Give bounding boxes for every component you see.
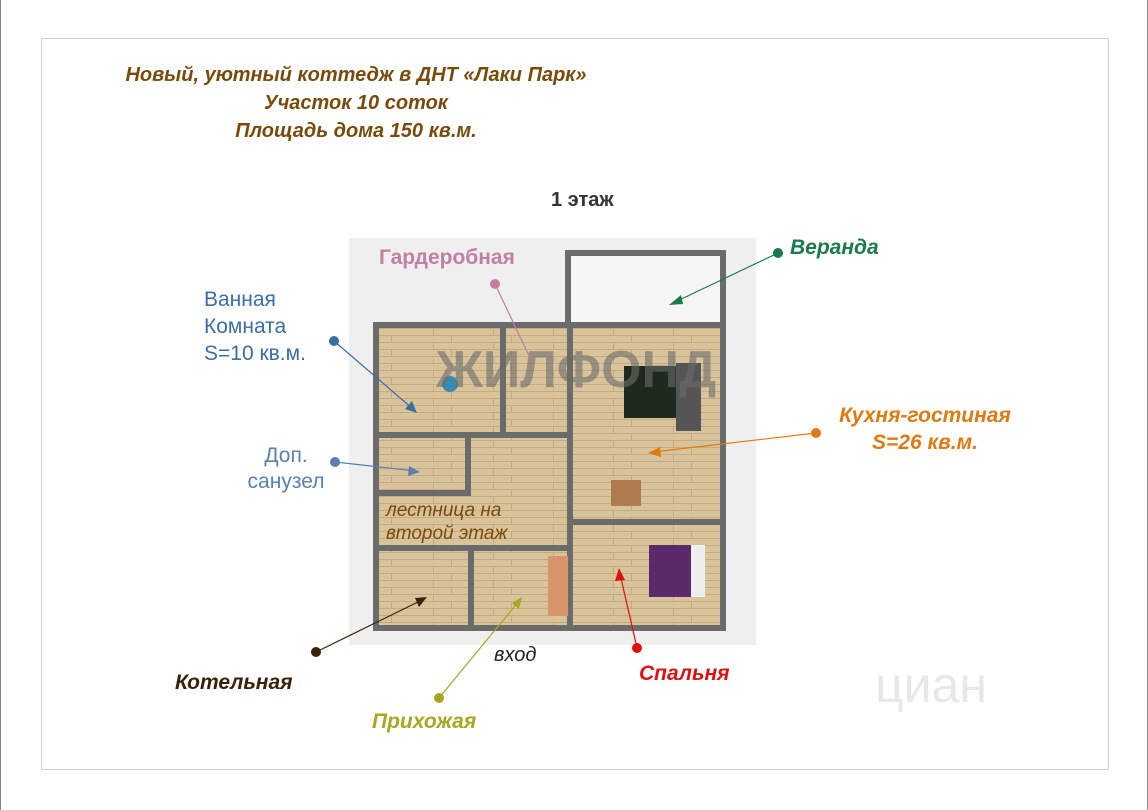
label-entrance: вход (494, 644, 537, 666)
label-extra-wc: Доп. санузел (237, 443, 335, 495)
title-line-2: Участок 10 соток (264, 92, 448, 114)
pointer-lines (311, 248, 821, 703)
bathroom-area: S=10 кв.м. (204, 342, 306, 365)
bed (649, 545, 691, 597)
label-boiler: Котельная (175, 671, 293, 694)
label-veranda: Веранда (790, 236, 879, 259)
label-bedroom: Спальня (639, 662, 730, 685)
label-stairs: лестница на второй этаж (386, 499, 507, 545)
stairs-line-1: лестница на (386, 500, 502, 521)
label-hallway: Прихожая (372, 710, 477, 733)
pillows (691, 545, 705, 597)
sofa (676, 363, 701, 431)
label-bathroom: Ванная Комната S=10 кв.м. (204, 286, 306, 367)
title-line-3: Площадь дома 150 кв.м. (235, 120, 477, 142)
label-kitchen: Кухня-гостиная S=26 кв.м. (815, 402, 1035, 456)
page-frame (41, 38, 1109, 770)
extra-wc-line-2: санузел (247, 470, 325, 493)
label-wardrobe: Гардеробная (379, 246, 515, 269)
veranda-area (568, 253, 723, 325)
wardrobe-cabinet (548, 556, 568, 616)
stairs-line-2: второй этаж (386, 523, 508, 544)
rug (624, 366, 677, 418)
extra-wc-line-1: Доп. (264, 444, 308, 467)
watermark-plan: ЖИЛФОНД (435, 341, 716, 399)
bathroom-line-1: Ванная (204, 288, 276, 311)
dining-table (611, 480, 641, 506)
kitchen-area: S=26 кв.м. (872, 431, 978, 454)
bathtub (442, 376, 458, 392)
title-line-1: Новый, уютный коттедж в ДНТ «Лаки Парк» (125, 64, 587, 86)
bathroom-line-2: Комната (204, 315, 287, 338)
kitchen-line-1: Кухня-гостиная (839, 404, 1011, 427)
walls (373, 250, 726, 631)
listing-title: Новый, уютный коттедж в ДНТ «Лаки Парк» … (41, 61, 671, 145)
watermark-corner: циан (875, 657, 987, 713)
floor-label: 1 этаж (551, 189, 614, 211)
